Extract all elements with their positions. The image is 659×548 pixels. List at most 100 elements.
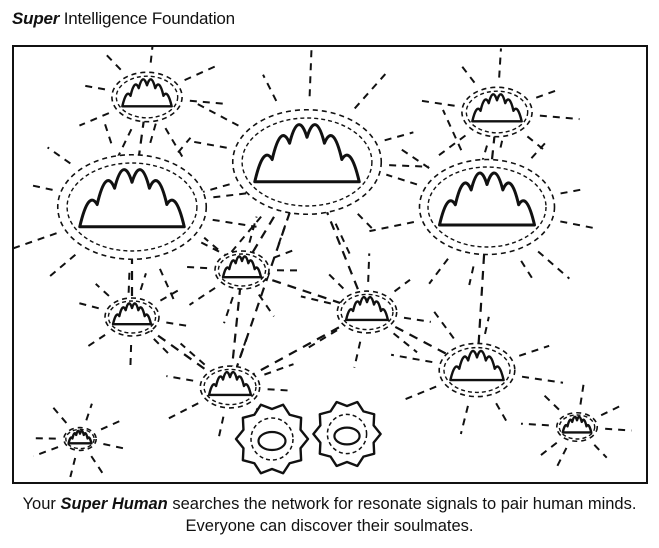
signal-ray — [484, 316, 490, 335]
signal-ray — [389, 164, 429, 168]
signal-ray — [238, 335, 249, 359]
brain-icon — [221, 255, 263, 279]
signal-ray — [164, 127, 184, 158]
signal-ray — [46, 146, 71, 165]
signal-ray — [399, 385, 437, 403]
signal-ray — [498, 48, 502, 78]
signal-ray — [217, 416, 225, 438]
signal-ray — [579, 379, 586, 405]
signal-ray — [539, 391, 560, 411]
signal-ray — [177, 137, 192, 154]
signal-ray — [537, 250, 570, 280]
signal-ray — [103, 51, 122, 71]
signal-ray — [69, 457, 77, 478]
brain-icon — [78, 168, 186, 229]
signal-ray — [258, 293, 275, 317]
signal-ray — [560, 220, 596, 230]
signal-ray — [84, 84, 106, 91]
signal-ray — [530, 138, 550, 159]
signal-ray — [159, 268, 176, 302]
signal-ray — [275, 225, 287, 251]
signal-ray — [308, 47, 313, 97]
signal-ray — [392, 332, 418, 354]
signal-ray — [29, 184, 53, 191]
signal-ray — [520, 260, 536, 283]
signal-ray — [192, 100, 239, 127]
signal-ray — [386, 173, 418, 186]
signal-ray — [334, 223, 352, 258]
signal-ray — [300, 295, 332, 305]
signal-ray — [203, 236, 219, 251]
brand-rest: Intelligence Foundation — [59, 9, 235, 28]
signal-ray — [495, 402, 510, 426]
brain-icon — [111, 302, 153, 326]
brain-icon — [253, 123, 361, 184]
signal-ray — [223, 296, 234, 324]
signal-ray — [166, 321, 187, 327]
signal-ray — [403, 316, 431, 323]
signal-ray — [459, 405, 469, 435]
signal-ray — [600, 404, 623, 417]
signal-ray — [393, 279, 411, 293]
signal-ray — [367, 253, 371, 282]
signal-ray — [79, 112, 110, 127]
signal-ray — [100, 420, 121, 431]
signal-ray — [555, 447, 568, 468]
illustration-frame — [12, 45, 648, 484]
signal-ray — [539, 114, 580, 121]
signal-ray — [518, 344, 550, 357]
signal-ray — [188, 287, 216, 306]
signal-ray — [48, 253, 77, 278]
caption: Your Super Human searches the network fo… — [0, 493, 659, 537]
brain-icon — [207, 370, 253, 397]
signal-ray — [33, 446, 59, 458]
signal-ray — [103, 122, 113, 144]
signal-ray — [192, 140, 227, 149]
signal-ray — [90, 455, 105, 477]
signal-ray — [159, 289, 179, 302]
signal-ray — [433, 311, 455, 340]
brain-icon — [257, 430, 287, 452]
signal-ray — [189, 99, 226, 105]
brain-network-illustration — [14, 47, 632, 478]
signal-ray — [212, 218, 257, 228]
brain-icon — [438, 171, 536, 227]
brain-icon — [471, 93, 523, 123]
signal-ray — [166, 375, 194, 382]
signal-ray — [353, 69, 390, 110]
signal-ray — [153, 338, 172, 357]
signal-ray — [14, 232, 57, 250]
signal-ray — [468, 266, 475, 286]
brain-icon — [449, 349, 505, 382]
signal-ray — [139, 272, 147, 291]
signal-ray — [103, 443, 127, 450]
signal-ray — [435, 134, 467, 159]
signal-ray — [48, 402, 68, 424]
signal-ray — [384, 131, 414, 142]
signal-ray — [149, 47, 154, 63]
signal-ray — [116, 128, 133, 158]
signal-ray — [200, 241, 228, 257]
signal-ray — [416, 99, 455, 107]
signal-ray — [95, 283, 110, 297]
signal-ray — [85, 334, 106, 349]
brain-icon — [333, 426, 361, 446]
caption-rest: searches the network for resonate signal… — [167, 495, 637, 535]
signal-ray — [262, 74, 278, 102]
signal-ray — [184, 65, 216, 82]
gear-halo — [326, 413, 368, 455]
brain-icon — [344, 295, 390, 322]
signal-ray — [605, 427, 632, 432]
caption-prefix: Your — [22, 495, 61, 513]
signal-ray — [520, 422, 549, 427]
signal-ray — [273, 249, 295, 259]
signal-ray — [538, 441, 558, 458]
signal-ray — [353, 341, 362, 368]
signal-ray — [398, 146, 430, 169]
caption-emphasis: Super Human — [60, 495, 168, 513]
signal-ray — [167, 402, 199, 420]
brain-icon — [67, 429, 93, 445]
signal-ray — [179, 342, 206, 366]
signal-ray — [248, 216, 258, 243]
signal-ray — [357, 213, 376, 233]
